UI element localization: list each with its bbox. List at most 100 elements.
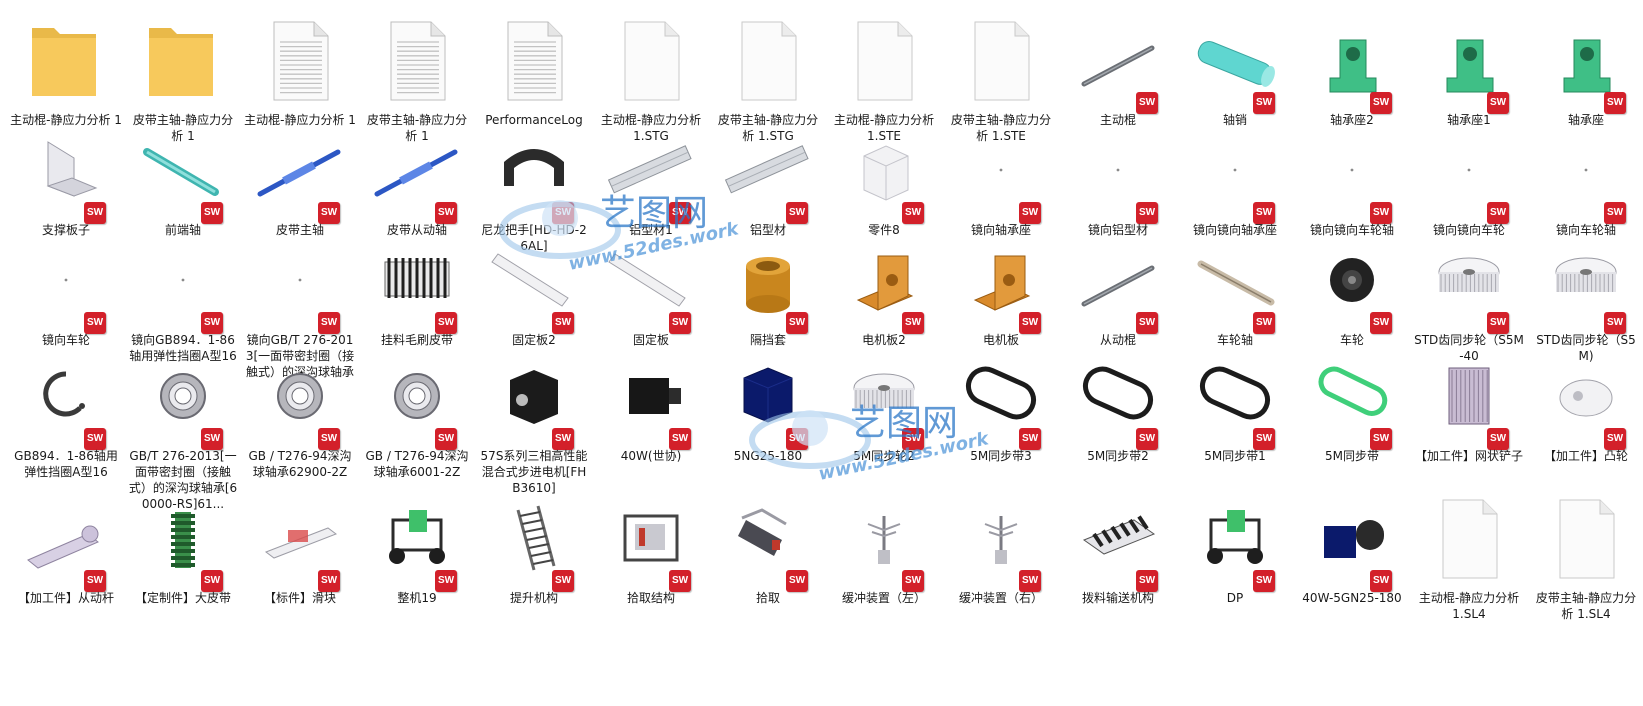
file-item[interactable]: SW【加工件】从动杆 (10, 490, 122, 618)
stepper-motor-icon (478, 348, 590, 444)
blank-file-icon (712, 12, 824, 108)
file-item[interactable]: SW【加工件】网状铲子 (1413, 348, 1525, 476)
solidworks-badge-icon: SW (435, 202, 457, 224)
dot-icon (1530, 122, 1642, 218)
file-item[interactable]: SW【标件】滑块 (244, 490, 356, 618)
file-item-label: 主动棍-静应力分析 1 (10, 113, 122, 127)
solidworks-badge-icon: SW (1370, 312, 1392, 334)
file-item-label: STD齿同步轮（S5M) (1536, 333, 1636, 363)
file-item[interactable]: 主动棍-静应力分析 1.STG (595, 12, 707, 143)
brush-belt-icon (361, 232, 473, 328)
file-item[interactable]: 皮带主轴-静应力分析 1 (127, 12, 239, 143)
file-item[interactable]: 皮带主轴-静应力分析 1.SL4 (1530, 490, 1642, 621)
cube-icon (828, 122, 940, 218)
timing-belt-icon (1062, 348, 1174, 444)
bearing-icon (361, 348, 473, 444)
blank-file-icon (1413, 490, 1525, 586)
aluminum-profile-icon (595, 122, 707, 218)
file-item[interactable]: 皮带主轴-静应力分析 1.STE (945, 12, 1057, 143)
text-document-icon (361, 12, 473, 108)
file-item[interactable]: 主动棍-静应力分析 1.STE (828, 12, 940, 143)
file-item[interactable]: 皮带主轴-静应力分析 1 (361, 12, 473, 143)
file-item[interactable]: 皮带主轴-静应力分析 1.STG (712, 12, 824, 143)
dot-icon (127, 232, 239, 328)
file-item-label: GB / T276-94深沟球轴承6001-2Z (365, 449, 469, 479)
file-item[interactable]: 主动棍-静应力分析 1.SL4 (1413, 490, 1525, 621)
solidworks-badge-icon: SW (1604, 428, 1626, 450)
solidworks-badge-icon: SW (552, 312, 574, 334)
solidworks-badge-icon: SW (1136, 428, 1158, 450)
solidworks-badge-icon: SW (669, 428, 691, 450)
file-item[interactable]: SW【加工件】凸轮 (1530, 348, 1642, 476)
bearing-icon (244, 348, 356, 444)
file-item-label: 铝型材1 (629, 223, 673, 237)
file-item-label: 皮带从动轴 (386, 223, 447, 237)
solidworks-badge-icon: SW (1370, 202, 1392, 224)
file-item-label: 57S系列三相高性能混合式步进电机[FHB3610] (480, 449, 588, 495)
file-item-label: 轴销 (1222, 113, 1247, 127)
file-item[interactable]: PerformanceLog (478, 12, 590, 140)
file-item-label: 皮带主轴 (275, 223, 324, 237)
ladder-icon (478, 490, 590, 586)
gear-motor-icon (1296, 490, 1408, 586)
file-item[interactable]: 主动棍-静应力分析 1 (244, 12, 356, 140)
file-item[interactable]: 主动棍-静应力分析 1 (10, 12, 122, 140)
solidworks-badge-icon: SW (435, 428, 457, 450)
file-item[interactable]: SW【定制件】大皮带 (127, 490, 239, 618)
